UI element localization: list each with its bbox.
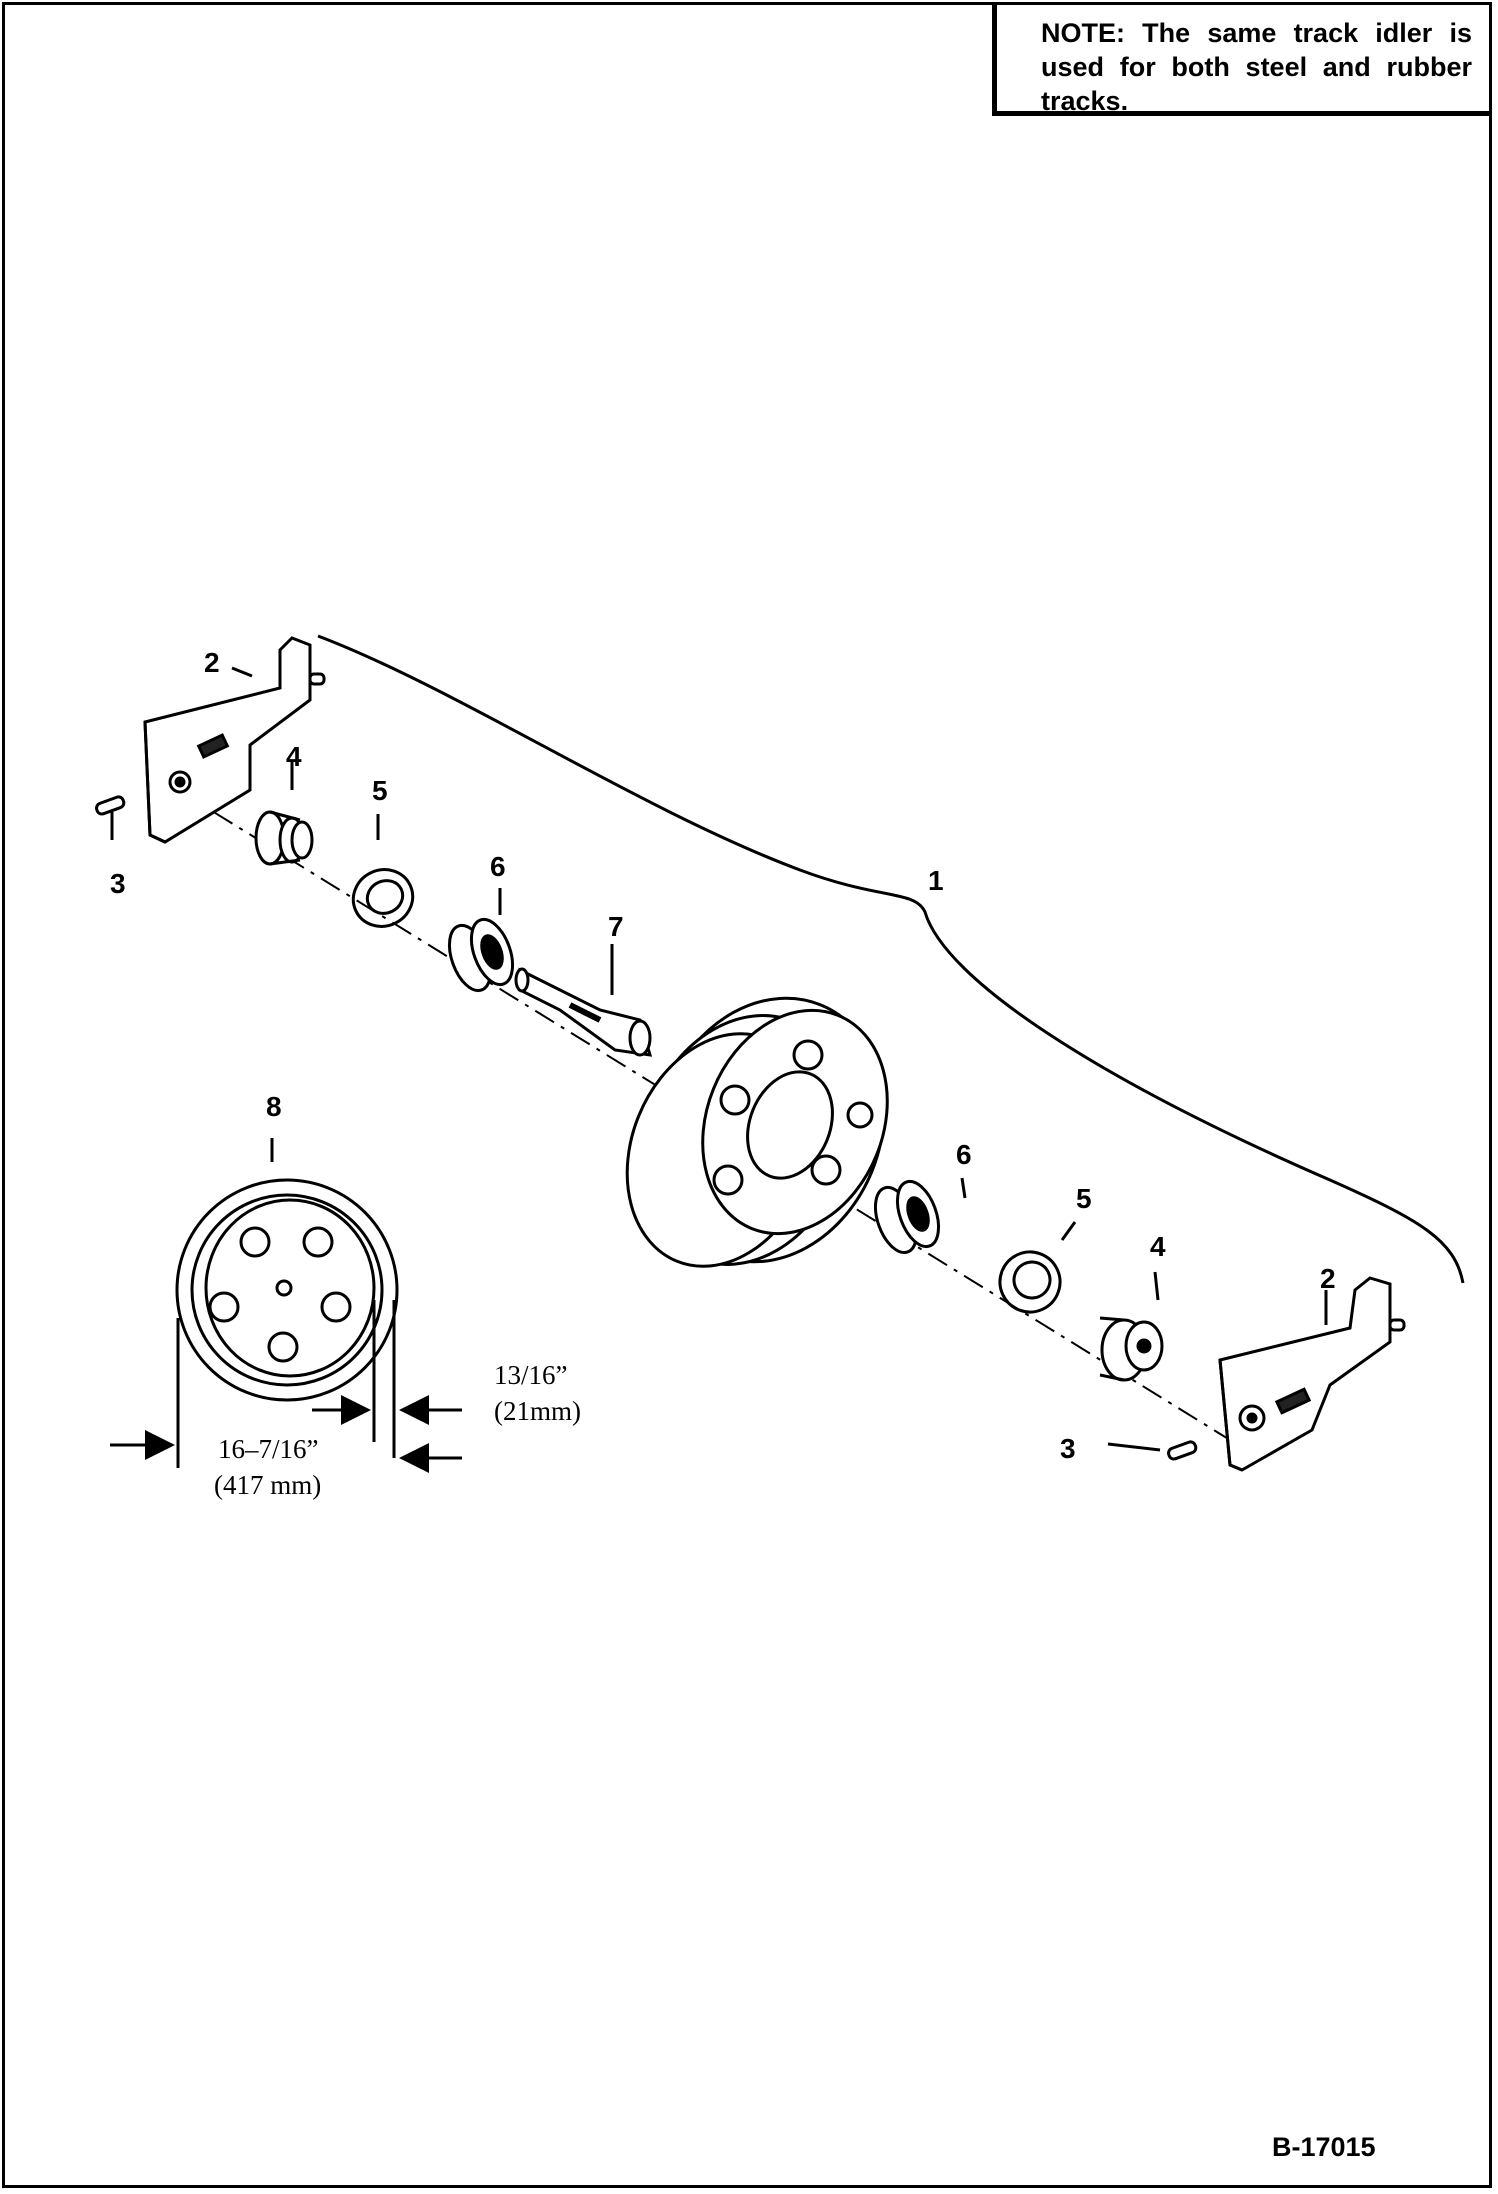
dim-width-mm: (21mm)	[494, 1396, 581, 1426]
callout-2-left: 2	[204, 647, 220, 678]
note-label: NOTE:	[1041, 18, 1125, 48]
callout-7: 7	[608, 911, 624, 942]
left-seal-part	[254, 810, 314, 866]
callout-4-left: 4	[286, 741, 302, 772]
right-pin-part	[1167, 1440, 1198, 1461]
left-pin-part	[95, 795, 126, 816]
assembly-bracket-line	[317, 634, 1465, 1284]
dim-diameter-mm: (417 mm)	[214, 1470, 321, 1500]
left-bearing-part	[447, 917, 515, 993]
callout-1: 1	[928, 865, 944, 896]
callout-3-right: 3	[1060, 1433, 1076, 1464]
callout-5-right: 5	[1076, 1183, 1092, 1214]
dim-width-in: 13/16”	[494, 1360, 568, 1390]
left-ring-part	[351, 868, 415, 928]
callout-4-right: 4	[1150, 1231, 1166, 1262]
dim-diameter-in: 16–7/16”	[218, 1434, 319, 1464]
drawing-code: B-17015	[1272, 2132, 1376, 2162]
note-text: The same track idler is used for both st…	[1041, 18, 1472, 116]
wheel-view-part	[175, 1178, 399, 1402]
note-box: NOTE: The same track idler is used for b…	[992, 2, 1492, 116]
right-bracket-part	[1218, 1276, 1406, 1472]
right-seal-part	[1099, 1316, 1164, 1382]
callout-6-right: 6	[956, 1139, 972, 1170]
callout-5-left: 5	[372, 775, 388, 806]
callout-3-left: 3	[110, 868, 126, 899]
idler-wheel-part	[625, 996, 889, 1268]
dimension-lines	[110, 1300, 462, 1473]
right-ring-part	[998, 1250, 1062, 1314]
callout-8: 8	[266, 1091, 282, 1122]
shaft-part	[514, 967, 653, 1057]
callout-6-left: 6	[490, 851, 506, 882]
left-bracket-part	[143, 636, 326, 844]
callout-2-right: 2	[1320, 1263, 1336, 1294]
right-bearing-part	[873, 1179, 941, 1255]
leader-lines	[110, 666, 1328, 1452]
